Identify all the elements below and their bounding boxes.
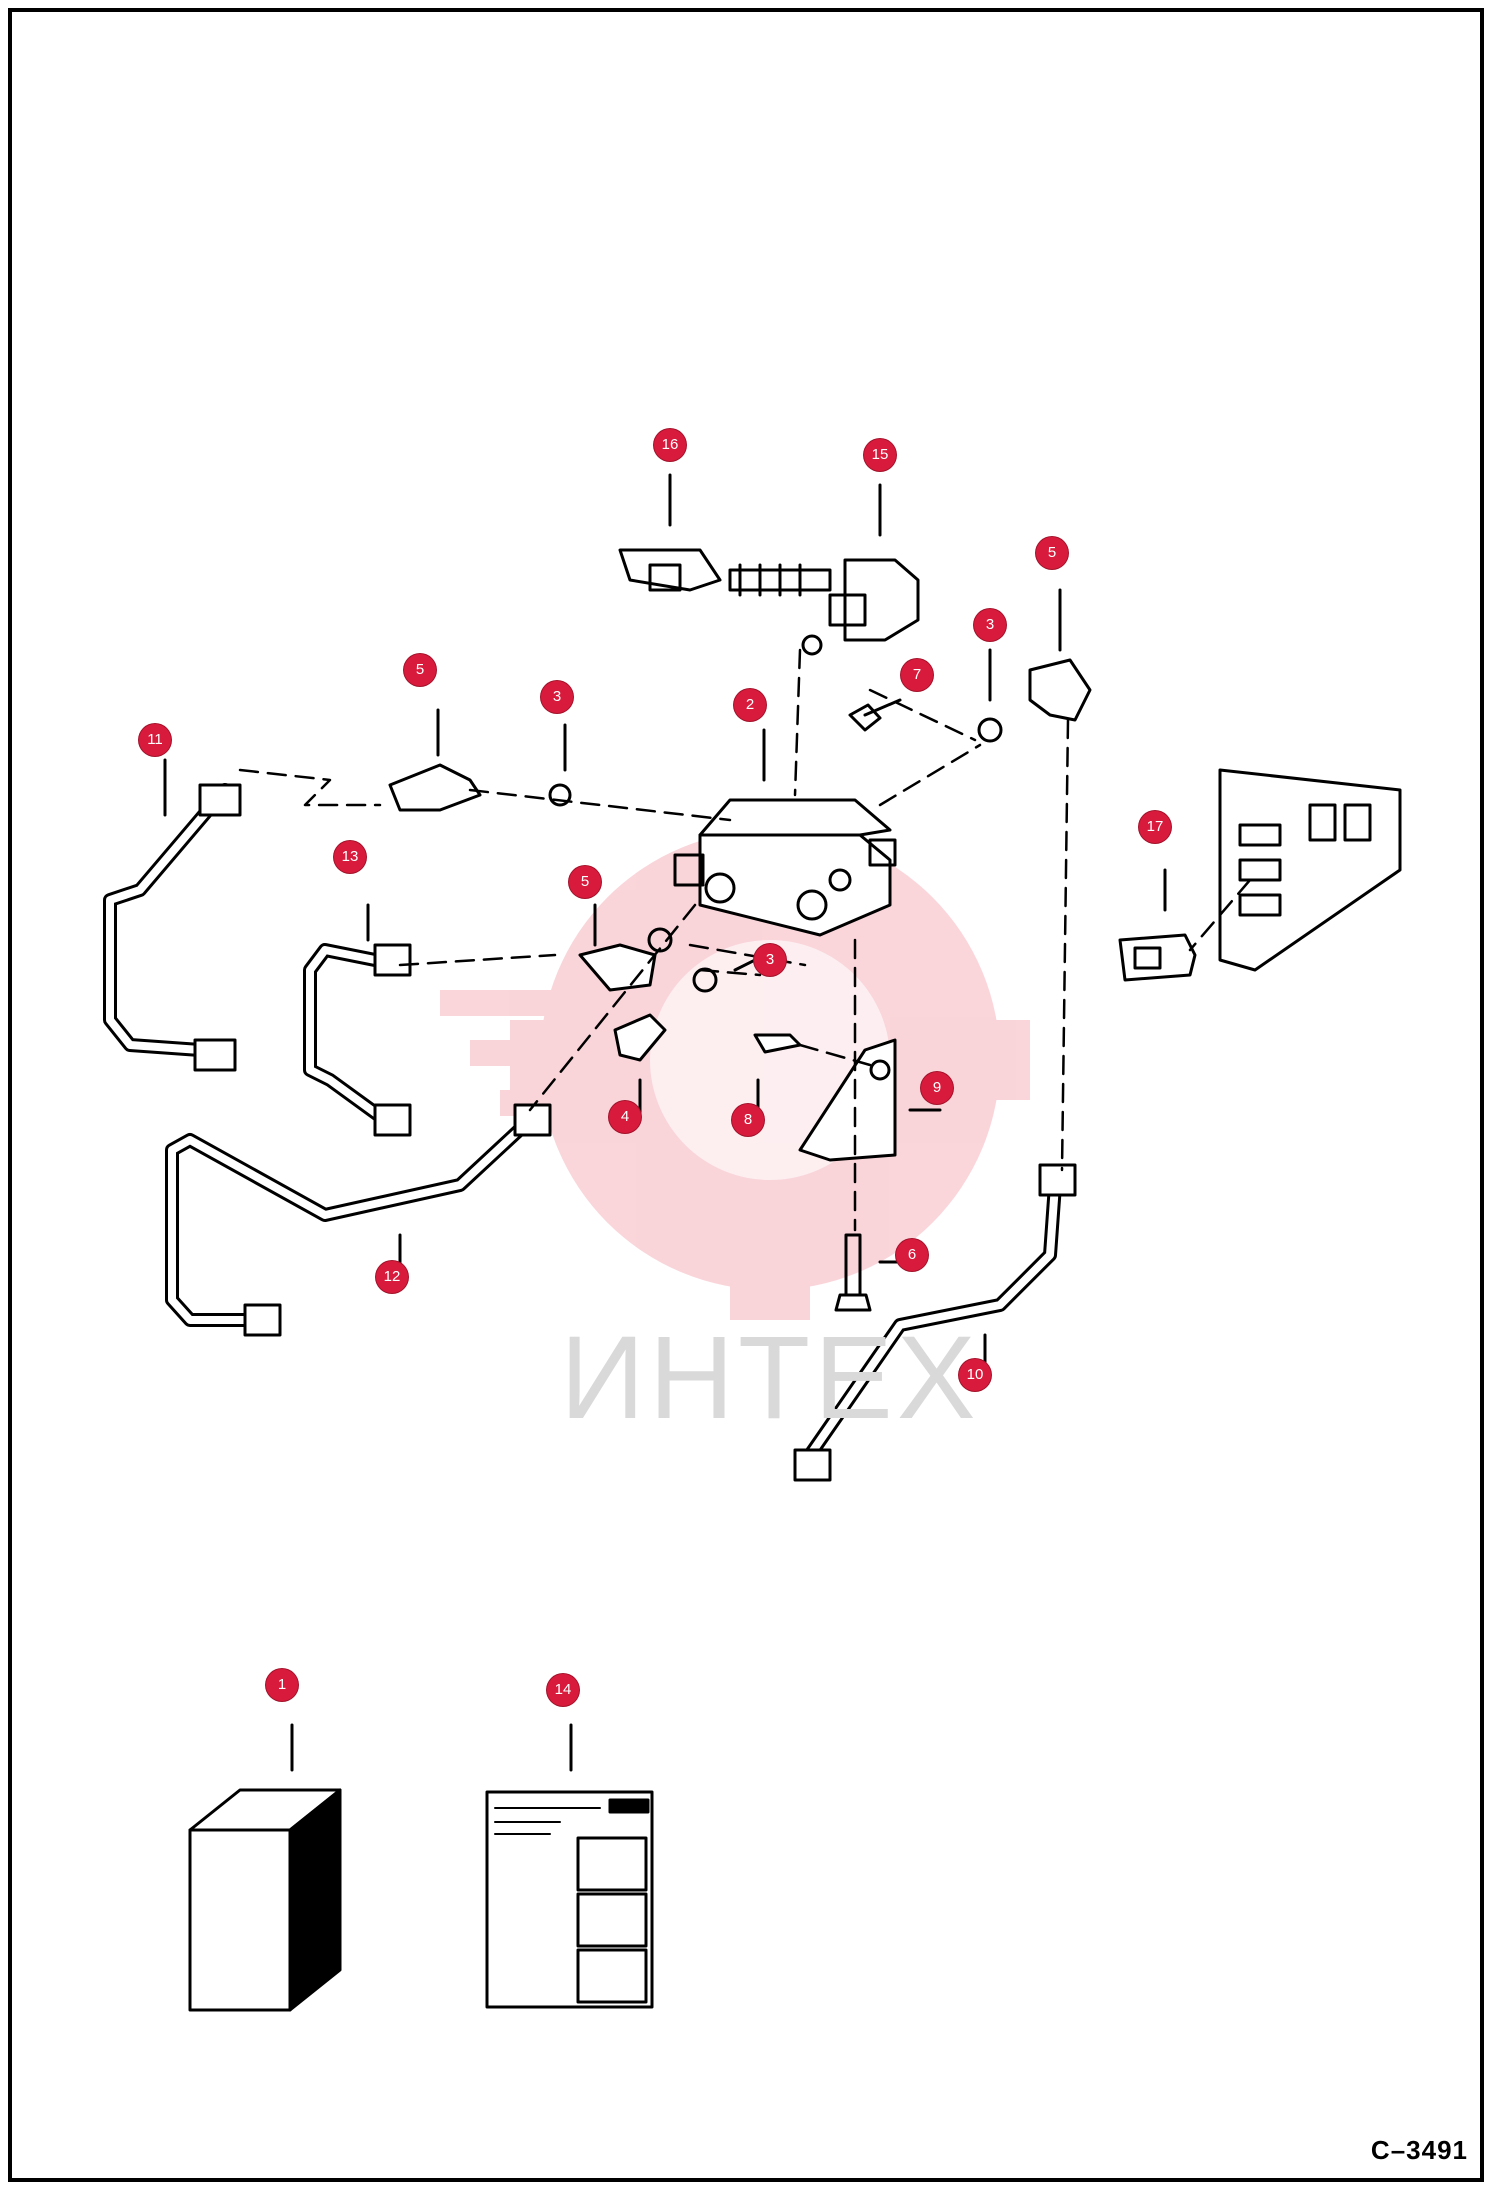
callout-3[interactable]: 3	[541, 681, 573, 713]
callout-13[interactable]: 13	[334, 841, 366, 873]
callout-3[interactable]: 3	[754, 944, 786, 976]
drawing-code: C–3491	[1370, 2135, 1468, 2165]
callout-1[interactable]: 1	[266, 1669, 298, 1701]
watermark-text: ИНТЕХ	[560, 1312, 980, 1444]
callout-4[interactable]: 4	[609, 1101, 641, 1133]
callout-17[interactable]: 17	[1139, 811, 1171, 843]
diagram-frame	[8, 8, 1484, 2182]
callout-6[interactable]: 6	[896, 1239, 928, 1271]
callout-7[interactable]: 7	[901, 659, 933, 691]
callout-10[interactable]: 10	[959, 1359, 991, 1391]
callout-5[interactable]: 5	[404, 654, 436, 686]
callout-3[interactable]: 3	[974, 609, 1006, 641]
callout-15[interactable]: 15	[864, 439, 896, 471]
callout-5[interactable]: 5	[569, 866, 601, 898]
callout-5[interactable]: 5	[1036, 537, 1068, 569]
callout-16[interactable]: 16	[654, 429, 686, 461]
callout-12[interactable]: 12	[376, 1261, 408, 1293]
callout-11[interactable]: 11	[139, 724, 171, 756]
callout-14[interactable]: 14	[547, 1674, 579, 1706]
callout-9[interactable]: 9	[921, 1072, 953, 1104]
callout-8[interactable]: 8	[732, 1104, 764, 1136]
callout-2[interactable]: 2	[734, 689, 766, 721]
